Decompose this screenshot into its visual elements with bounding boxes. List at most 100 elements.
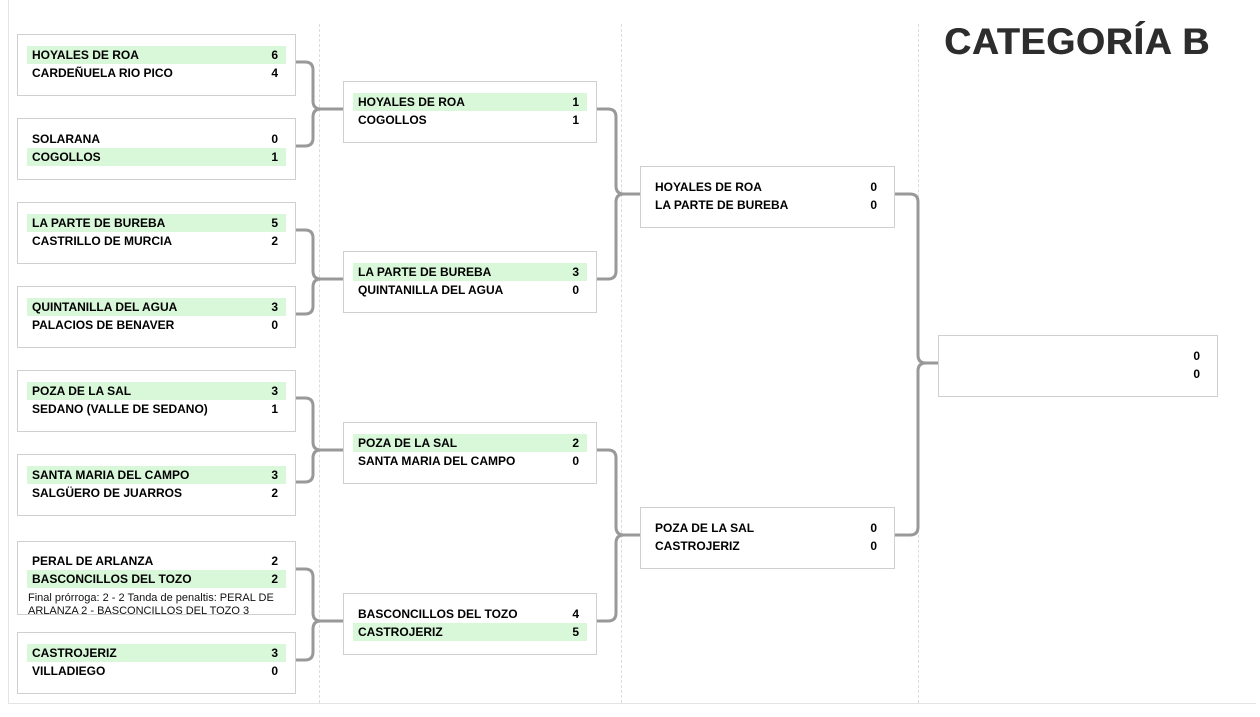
team-score: 2 [271, 234, 278, 248]
team-row: HOYALES DE ROA 6 [27, 46, 286, 64]
round-separator [918, 24, 919, 703]
connector-path [597, 448, 640, 537]
team-name: CASTROJERIZ [358, 625, 443, 639]
match-box-r1-m4: QUINTANILLA DEL AGUA 3 PALACIOS DE BENAV… [17, 286, 296, 348]
team-row: COGOLLOS 1 [353, 111, 587, 129]
team-name: COGOLLOS [358, 113, 427, 127]
team-name: CASTROJERIZ [32, 646, 117, 660]
connector-path [296, 396, 343, 452]
round-separator [319, 24, 320, 703]
team-score: 0 [572, 454, 579, 468]
team-score: 1 [271, 402, 278, 416]
match-box-final: 0 0 [938, 335, 1218, 397]
team-name: POZA DE LA SAL [655, 521, 755, 535]
page-title: CATEGORÍA B [944, 21, 1210, 62]
team-score: 0 [572, 283, 579, 297]
team-name: QUINTANILLA DEL AGUA [358, 283, 504, 297]
match-box-r1-m5: POZA DE LA SAL 3 SEDANO (VALLE DE SEDANO… [17, 370, 296, 432]
connector-path [597, 192, 640, 281]
team-name: PALACIOS DE BENAVER [32, 318, 175, 332]
team-score: 3 [271, 300, 278, 314]
team-name: HOYALES DE ROA [358, 95, 465, 109]
penalty-note: Final prórroga: 2 - 2 Tanda de penaltis:… [28, 592, 274, 617]
team-row: CASTROJERIZ 0 [650, 537, 885, 555]
connector-path [895, 192, 938, 365]
team-name: CASTROJERIZ [655, 539, 740, 553]
team-score: 0 [271, 318, 278, 332]
team-row: COGOLLOS 1 [27, 148, 286, 166]
connector-path [296, 619, 343, 662]
team-row: LA PARTE DE BUREBA 3 [353, 263, 587, 281]
team-name: SANTA MARIA DEL CAMPO [358, 454, 516, 468]
connector-path [597, 533, 640, 623]
match-box-r1-m6: SANTA MARIA DEL CAMPO 3 SALGÜERO DE JUAR… [17, 454, 296, 516]
team-row: LA PARTE DE BUREBA 5 [27, 214, 286, 232]
team-name: HOYALES DE ROA [655, 180, 762, 194]
team-row: CASTROJERIZ 5 [353, 623, 587, 641]
team-name: POZA DE LA SAL [32, 384, 132, 398]
match-box-r1-m3: LA PARTE DE BUREBA 5 CASTRILLO DE MURCIA… [17, 202, 296, 264]
team-row: BASCONCILLOS DEL TOZO 4 [353, 605, 587, 623]
match-box-sf-m1: HOYALES DE ROA 0 LA PARTE DE BUREBA 0 [640, 166, 895, 228]
team-row: SANTA MARIA DEL CAMPO 3 [27, 466, 286, 484]
connector-path [597, 107, 640, 196]
team-row: POZA DE LA SAL 3 [27, 382, 286, 400]
team-score: 1 [271, 150, 278, 164]
match-box-r1-m8: CASTROJERIZ 3 VILLADIEGO 0 [17, 632, 296, 694]
team-name: VILLADIEGO [32, 664, 106, 678]
team-row: HOYALES DE ROA 0 [650, 178, 885, 196]
match-box-r2-m4: BASCONCILLOS DEL TOZO 4 CASTROJERIZ 5 [343, 593, 597, 655]
connector-path [296, 107, 343, 148]
team-score: 1 [572, 113, 579, 127]
team-row: 0 [948, 347, 1208, 365]
bracket-frame [8, 0, 1256, 704]
match-box-r1-m7: PERAL DE ARLANZA 2 BASCONCILLOS DEL TOZO… [17, 541, 296, 617]
team-score: 3 [271, 646, 278, 660]
match-box-r2-m3: POZA DE LA SAL 2 SANTA MARIA DEL CAMPO 0 [343, 422, 597, 484]
team-score: 5 [572, 625, 579, 639]
team-score: 0 [870, 539, 877, 553]
team-score: 3 [271, 468, 278, 482]
team-name: COGOLLOS [32, 150, 101, 164]
connector-path [895, 361, 938, 537]
team-score: 0 [870, 180, 877, 194]
team-score: 2 [271, 486, 278, 500]
team-score: 0 [1193, 367, 1200, 381]
team-score: 5 [271, 216, 278, 230]
team-row: SALGÜERO DE JUARROS 2 [27, 484, 286, 502]
team-row: PALACIOS DE BENAVER 0 [27, 316, 286, 334]
team-name: BASCONCILLOS DEL TOZO [32, 572, 192, 586]
match-box-sf-m2: POZA DE LA SAL 0 CASTROJERIZ 0 [640, 507, 895, 569]
team-score: 0 [271, 132, 278, 146]
round-separator [621, 24, 622, 703]
team-row: POZA DE LA SAL 0 [650, 519, 885, 537]
match-box-r1-m1: HOYALES DE ROA 6 CARDEÑUELA RIO PICO 4 [17, 34, 296, 96]
team-row: CARDEÑUELA RIO PICO 4 [27, 64, 286, 82]
team-row: LA PARTE DE BUREBA 0 [650, 196, 885, 214]
team-score: 4 [572, 607, 579, 621]
team-row: CASTROJERIZ 3 [27, 644, 286, 662]
team-name: CASTRILLO DE MURCIA [32, 234, 172, 248]
team-row: PERAL DE ARLANZA 2 [27, 552, 286, 570]
team-name: LA PARTE DE BUREBA [32, 216, 166, 230]
team-name: SEDANO (VALLE DE SEDANO) [32, 402, 208, 416]
team-name: SALGÜERO DE JUARROS [32, 486, 183, 500]
team-score: 2 [271, 572, 278, 586]
team-score: 2 [572, 436, 579, 450]
team-row: CASTRILLO DE MURCIA 2 [27, 232, 286, 250]
team-row: BASCONCILLOS DEL TOZO 2 [27, 570, 286, 588]
team-score: 4 [271, 66, 278, 80]
team-name: LA PARTE DE BUREBA [655, 198, 789, 212]
team-row: QUINTANILLA DEL AGUA 3 [27, 298, 286, 316]
team-score: 0 [1193, 349, 1200, 363]
team-score: 1 [572, 95, 579, 109]
team-row: HOYALES DE ROA 1 [353, 93, 587, 111]
connector-path [296, 60, 343, 111]
team-row: QUINTANILLA DEL AGUA 0 [353, 281, 587, 299]
team-name: QUINTANILLA DEL AGUA [32, 300, 178, 314]
team-score: 0 [870, 521, 877, 535]
team-row: SANTA MARIA DEL CAMPO 0 [353, 452, 587, 470]
team-row: SEDANO (VALLE DE SEDANO) 1 [27, 400, 286, 418]
team-score: 3 [271, 384, 278, 398]
team-score: 2 [271, 554, 278, 568]
